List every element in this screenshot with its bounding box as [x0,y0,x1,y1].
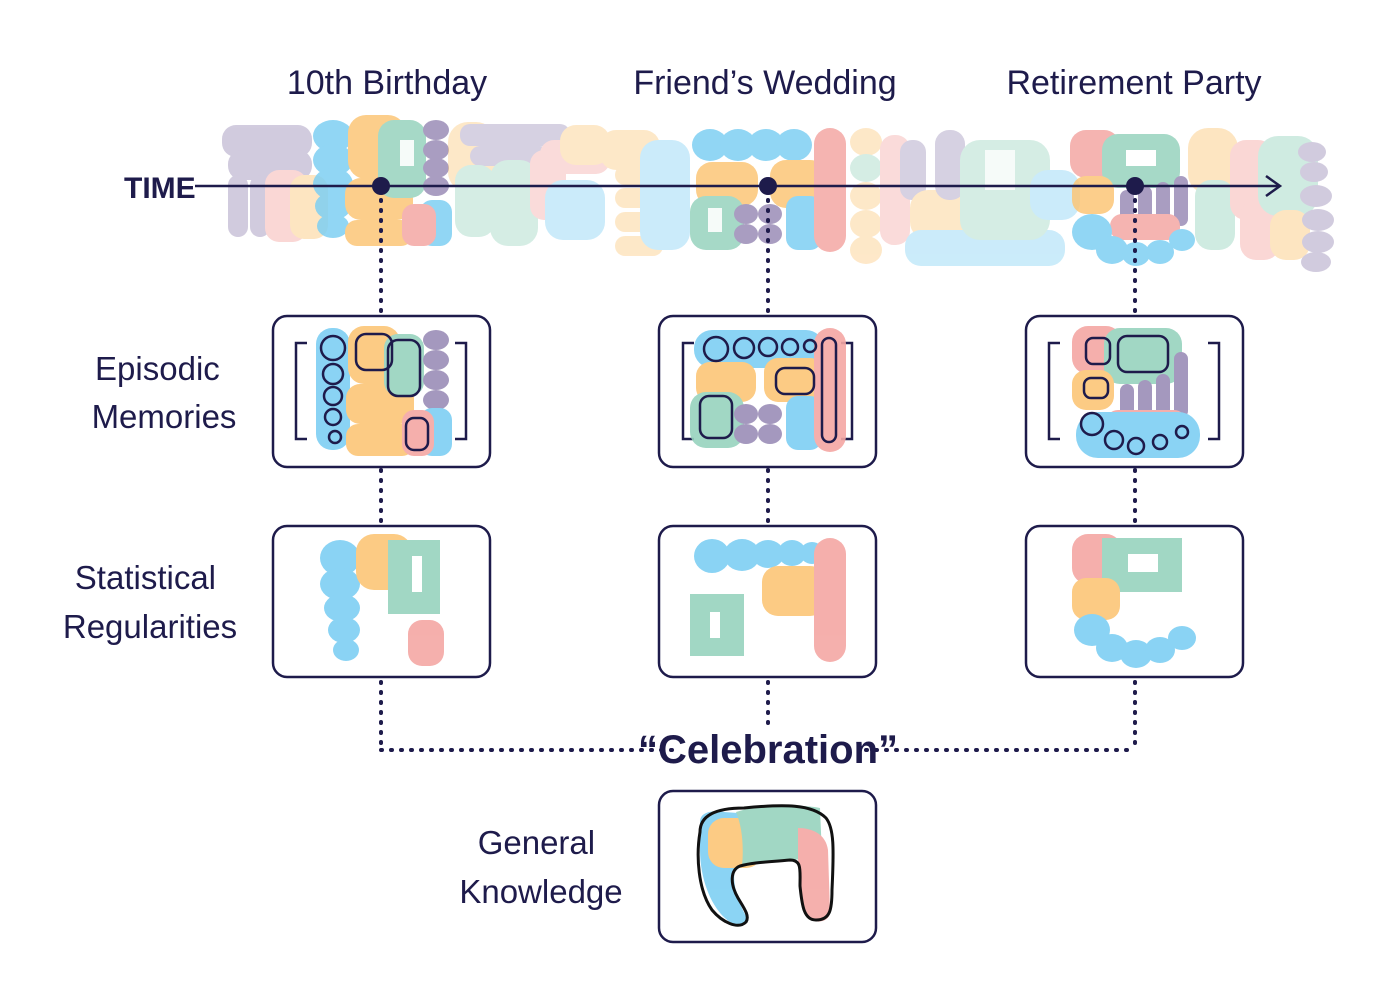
event-label-birthday: 10th Birthday [287,64,487,102]
row-label-episodic: Episodic Memories [92,350,237,435]
statistical-box-birthday [271,524,492,679]
episodic-box-retirement [1024,314,1245,469]
concept-label: “Celebration” [638,728,898,772]
episodic-box-wedding [657,314,878,469]
statistical-box-retirement [1024,524,1245,679]
event-label-wedding: Friend’s Wedding [633,64,896,102]
event-dot-birthday [372,177,390,195]
episodic-box-birthday [271,314,492,469]
event-label-retirement: Retirement Party [1006,64,1261,102]
row-label-general: General Knowledge [459,824,622,910]
timeline-memory-band [222,115,1334,272]
row-label-statistical: Statistical Regularities [63,559,237,645]
statistical-box-wedding [657,524,878,679]
event-dot-retirement [1126,177,1144,195]
dotted-connectors [379,198,1137,752]
event-dot-wedding [759,177,777,195]
time-axis [195,174,1283,198]
general-knowledge-box [657,789,878,944]
time-label: TIME [124,172,196,205]
